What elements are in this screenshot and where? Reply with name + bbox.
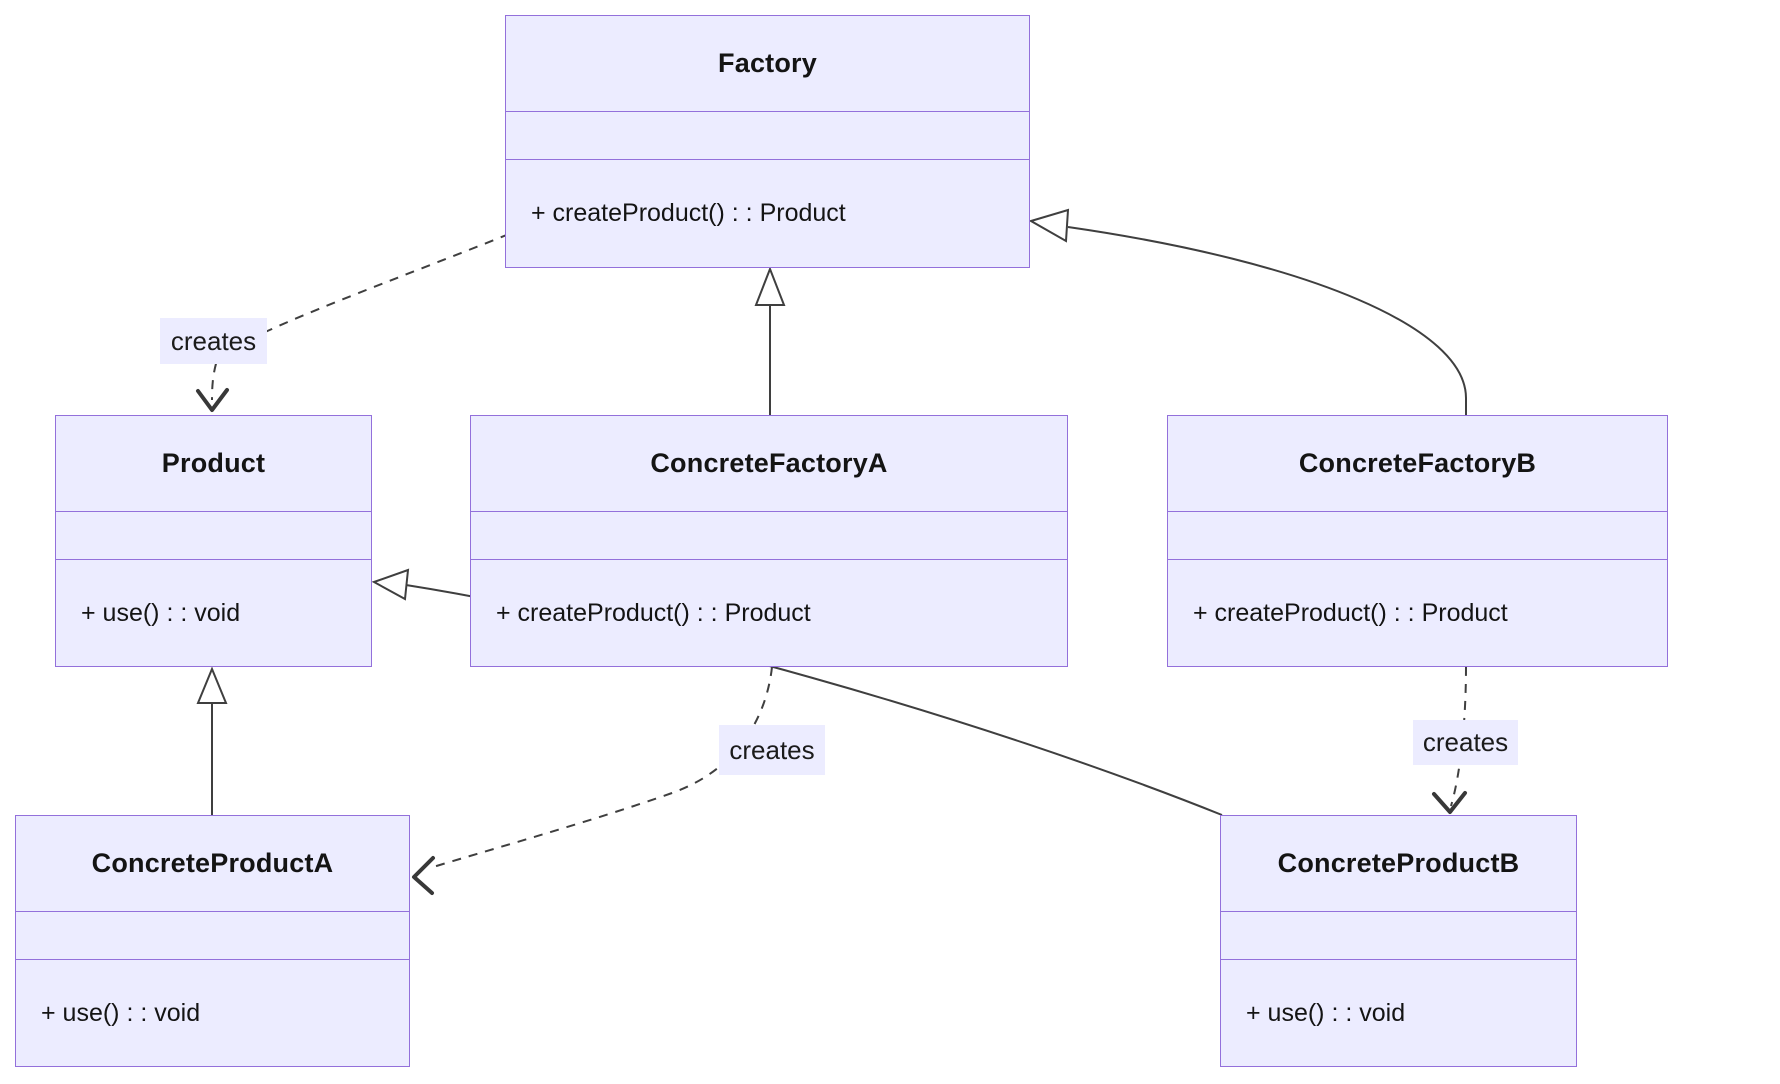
method-signature: + use() : : void xyxy=(81,598,241,627)
class-title: Factory xyxy=(718,48,817,78)
edge-concretefactorya-extends-factory xyxy=(754,266,786,415)
inheritance-line xyxy=(1067,226,1467,415)
class-methods: + createProduct() : : Product xyxy=(471,560,1067,666)
edge-concretefactoryb-extends-factory xyxy=(1028,208,1467,415)
method-signature: + createProduct() : : Product xyxy=(1193,598,1508,627)
class-product: Product + use() : : void xyxy=(55,415,372,667)
edge-label-creates: creates xyxy=(160,318,267,364)
dependency-arrowhead xyxy=(196,388,229,412)
method-signature: + use() : : void xyxy=(1246,998,1406,1027)
class-title: ConcreteFactoryB xyxy=(1298,448,1537,478)
inheritance-triangle xyxy=(1028,208,1070,243)
edge-concretefactorya-creates-concreteproducta xyxy=(412,666,773,895)
class-title: ConcreteProductA xyxy=(91,848,334,878)
method-signature: + createProduct() : : Product xyxy=(496,598,811,627)
edge-label-creates: creates xyxy=(1413,720,1518,765)
method-signature: + use() : : void xyxy=(41,998,201,1027)
class-attributes xyxy=(506,111,1029,160)
class-methods: + use() : : void xyxy=(1221,960,1576,1066)
class-attributes xyxy=(1221,911,1576,960)
class-methods: + createProduct() : : Product xyxy=(1168,560,1667,666)
class-factory: Factory + createProduct() : : Product xyxy=(505,15,1030,268)
class-methods: + createProduct() : : Product xyxy=(506,160,1029,267)
class-attributes xyxy=(471,511,1067,560)
class-concreteproducta: ConcreteProductA + use() : : void xyxy=(15,815,410,1067)
class-concretefactorya: ConcreteFactoryA + createProduct() : : P… xyxy=(470,415,1068,667)
class-concreteproductb: ConcreteProductB + use() : : void xyxy=(1220,815,1577,1067)
class-concretefactoryb: ConcreteFactoryB + createProduct() : : P… xyxy=(1167,415,1668,667)
dependency-line xyxy=(211,233,510,401)
inheritance-triangle xyxy=(754,266,786,306)
class-attributes xyxy=(1168,511,1667,560)
dependency-arrowhead xyxy=(1432,791,1467,814)
inheritance-triangle xyxy=(196,666,228,704)
class-methods: + use() : : void xyxy=(56,560,371,666)
dependency-line xyxy=(429,666,773,869)
dependency-arrowhead xyxy=(412,856,435,895)
class-methods: + use() : : void xyxy=(16,960,409,1066)
inheritance-triangle xyxy=(371,568,410,601)
class-title: ConcreteFactoryA xyxy=(650,448,888,478)
edge-concreteproducta-extends-product xyxy=(196,666,228,815)
method-signature: + createProduct() : : Product xyxy=(531,199,846,227)
class-title: ConcreteProductB xyxy=(1277,848,1520,878)
edge-factory-creates-product xyxy=(196,233,510,412)
class-attributes xyxy=(16,911,409,960)
class-title: Product xyxy=(161,448,266,478)
class-attributes xyxy=(56,511,371,560)
edge-label-creates: creates xyxy=(719,725,825,775)
